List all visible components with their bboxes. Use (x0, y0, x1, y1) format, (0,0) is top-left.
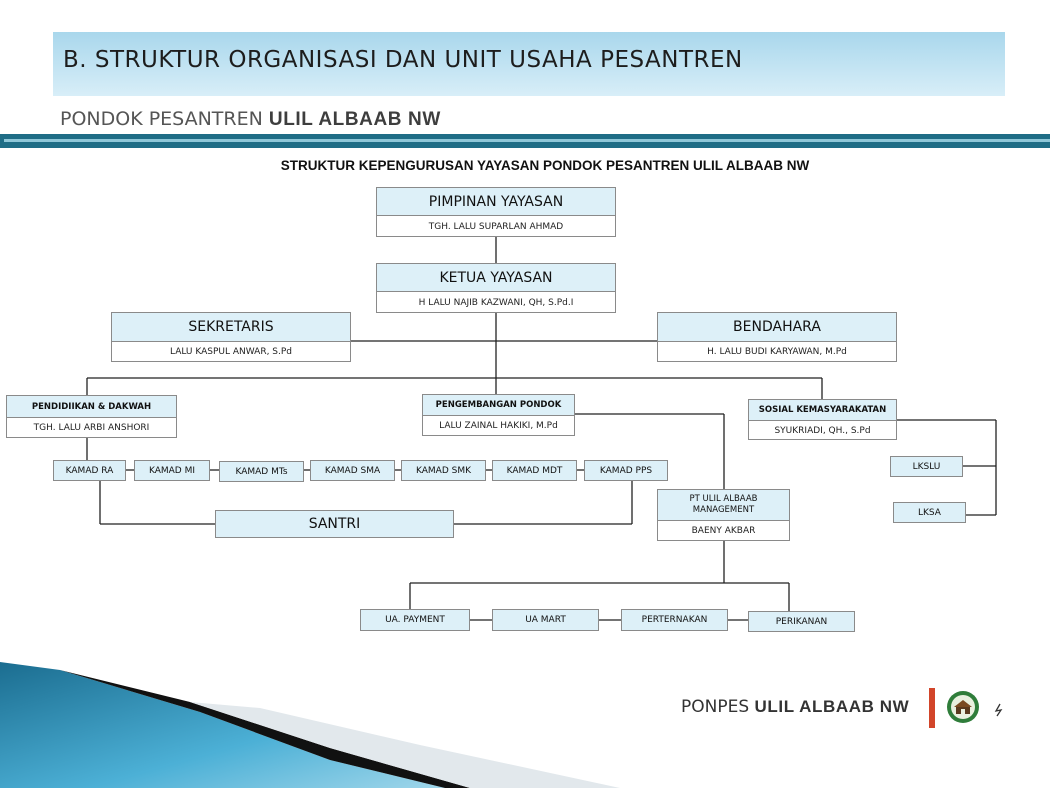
pimpinan-yayasan-title: PIMPINAN YAYASAN (377, 188, 615, 216)
ketua-yayasan-title: KETUA YAYASAN (377, 264, 615, 292)
sosial-kemasyarakatan-name: SYUKRIADI, QH., S.Pd (774, 425, 871, 436)
sekretaris-title: SEKRETARIS (112, 313, 350, 342)
kamad-ra-box: KAMAD RA (53, 460, 126, 481)
kamad-smk-box: KAMAD SMK (401, 460, 486, 481)
kamad-mts-box: KAMAD MTs (219, 461, 304, 482)
unit-perikanan-box: PERIKANAN (748, 611, 855, 632)
footer-brand: PONPES ULIL ALBAAB NW (681, 697, 910, 717)
slide-subtitle: PONDOK PESANTREN ULIL ALBAAB NW (60, 108, 441, 130)
kamad-mdt-box: KAMAD MDT (492, 460, 577, 481)
pimpinan-yayasan-name: TGH. LALU SUPARLAN AHMAD (428, 221, 564, 232)
sosial-kemasyarakatan-box: SOSIAL KEMASYARAKATAN SYUKRIADI, QH., S.… (748, 399, 897, 440)
title-band (53, 32, 1005, 96)
sekretaris-box: SEKRETARIS LALU KASPUL ANWAR, S.Pd (111, 312, 351, 362)
pimpinan-yayasan-box: PIMPINAN YAYASAN TGH. LALU SUPARLAN AHMA… (376, 187, 616, 237)
unit-payment-box: UA. PAYMENT (360, 609, 470, 631)
pt-management-name: BAENY AKBAR (691, 526, 756, 536)
unit-mart-box: UA MART (492, 609, 599, 631)
pesantren-logo-icon (947, 691, 979, 723)
sekretaris-name: LALU KASPUL ANWAR, S.Pd (169, 347, 293, 357)
santri-box: SANTRI (215, 510, 454, 538)
pt-management-box: PT ULIL ALBAAB MANAGEMENT BAENY AKBAR (657, 489, 790, 541)
pengembangan-pondok-title: PENGEMBANGAN PONDOK (423, 395, 574, 416)
kamad-sma-box: KAMAD SMA (310, 460, 395, 481)
pendidikan-dakwah-box: PENDIDIIKAN & DAKWAH TGH. LALU ARBI ANSH… (6, 395, 177, 438)
ketua-yayasan-box: KETUA YAYASAN H LALU NAJIB KAZWANI, QH, … (376, 263, 616, 313)
bendahara-box: BENDAHARA H. LALU BUDI KARYAWAN, M.Pd (657, 312, 897, 362)
ketua-yayasan-name: H LALU NAJIB KAZWANI, QH, S.Pd.I (418, 297, 574, 308)
pengembangan-pondok-name: LALU ZAINAL HAKIKI, M.Pd (439, 421, 558, 431)
pendidikan-dakwah-title: PENDIDIIKAN & DAKWAH (7, 396, 176, 418)
slide-title: B. STRUKTUR ORGANISASI DAN UNIT USAHA PE… (63, 47, 743, 73)
diagram-title: STRUKTUR KEPENGURUSAN YAYASAN PONDOK PES… (280, 158, 810, 173)
lksa-box: LKSA (893, 502, 966, 523)
pendidikan-dakwah-name: TGH. LALU ARBI ANSHORI (33, 423, 150, 433)
lkslu-box: LKSLU (890, 456, 963, 477)
kamad-mi-box: KAMAD MI (134, 460, 210, 481)
sosial-kemasyarakatan-title: SOSIAL KEMASYARAKATAN (749, 400, 896, 421)
slide-number-icon (994, 703, 1003, 717)
bendahara-name: H. LALU BUDI KARYAWAN, M.Pd (707, 347, 847, 357)
kamad-pps-box: KAMAD PPS (584, 460, 668, 481)
unit-peternakan-box: PERTERNAKAN (621, 609, 728, 631)
pt-management-title: PT ULIL ALBAAB MANAGEMENT (658, 490, 789, 521)
divider-rule (0, 134, 1050, 148)
pengembangan-pondok-box: PENGEMBANGAN PONDOK LALU ZAINAL HAKIKI, … (422, 394, 575, 436)
bendahara-title: BENDAHARA (658, 313, 896, 342)
footer-accent-bar (929, 688, 935, 728)
